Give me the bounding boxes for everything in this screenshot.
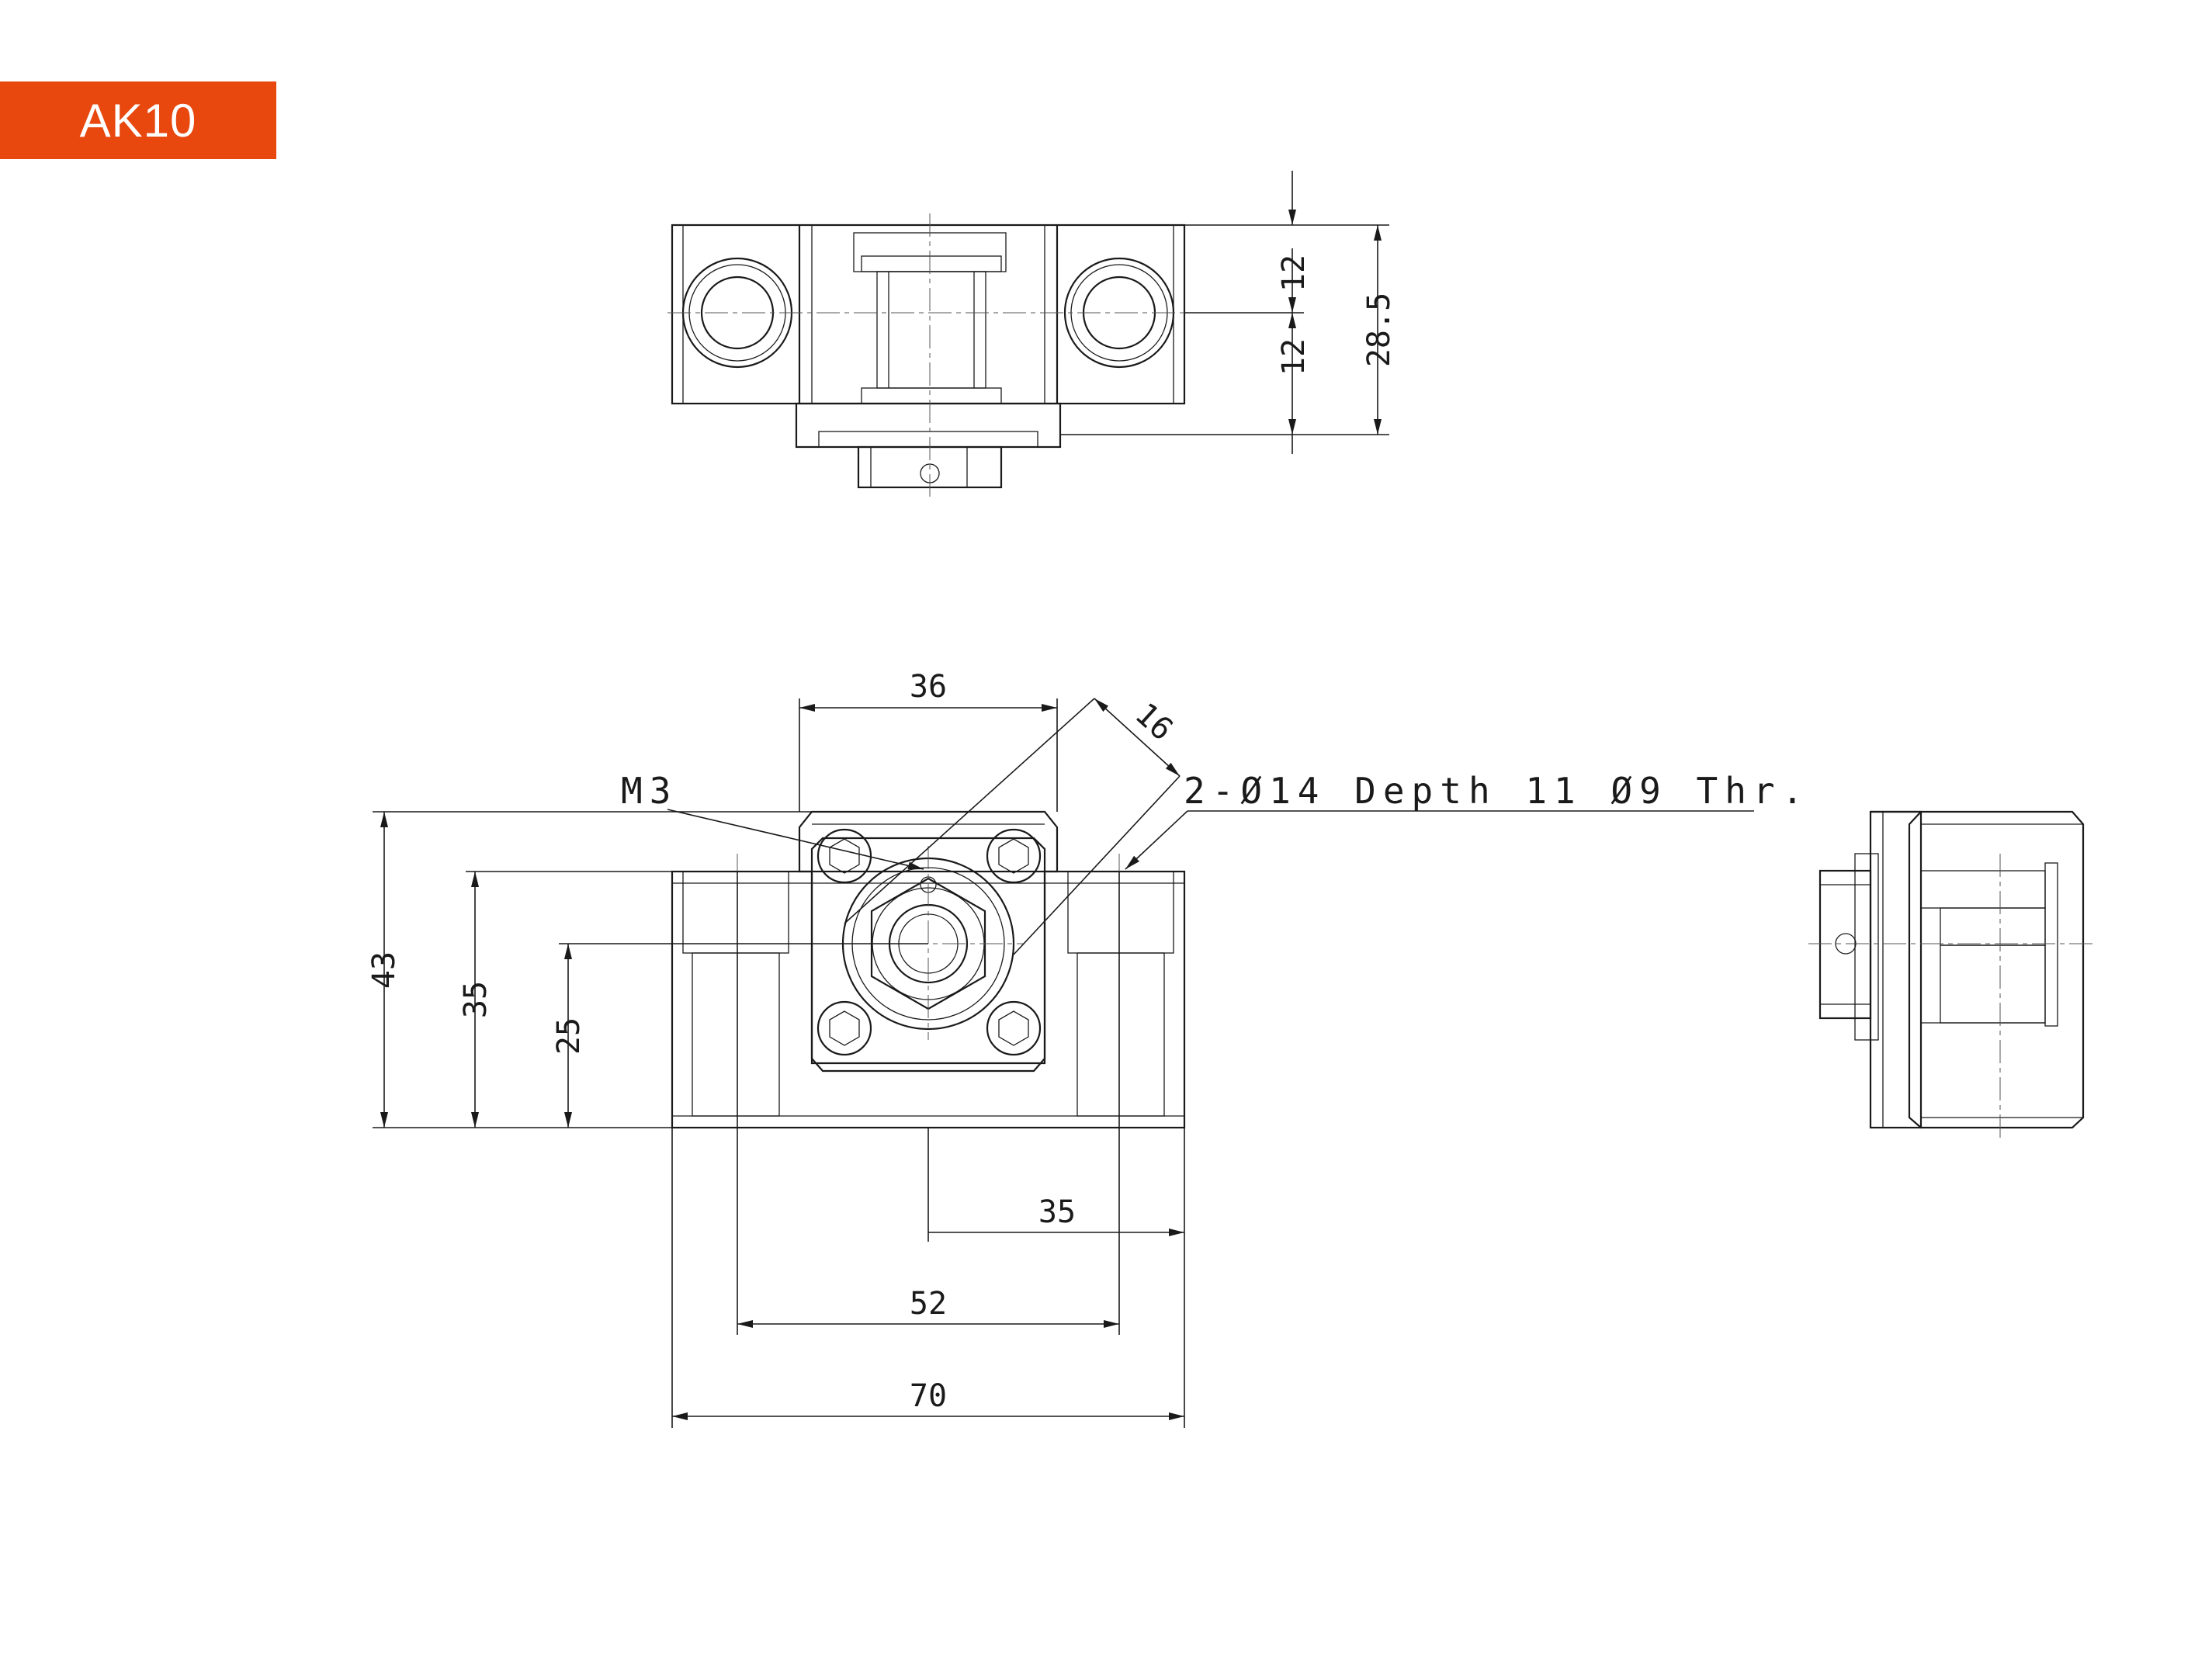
dim-half-width: 35 xyxy=(1038,1194,1076,1230)
top-view: 12 12 28.5 xyxy=(667,171,1397,497)
model-badge: AK10 xyxy=(0,81,276,159)
callout-thread: M3 xyxy=(621,770,678,812)
callout-holes: 2-Ø14 Depth 11 Ø9 Thr. xyxy=(1184,770,1810,812)
front-view: 36 16 43 35 25 35 52 70 M3 2-Ø14 Depth 1… xyxy=(366,669,1810,1428)
dim-height-mid: 35 xyxy=(458,981,494,1018)
side-view xyxy=(1808,810,2096,1141)
screw-heads xyxy=(816,828,1042,1056)
dim-height-total: 43 xyxy=(366,951,402,989)
model-label: AK10 xyxy=(79,94,197,147)
dim-hole-pitch: 52 xyxy=(910,1286,947,1322)
dim-height-center: 25 xyxy=(551,1017,587,1055)
dim-top-lower: 12 xyxy=(1276,338,1312,376)
dim-total-width: 70 xyxy=(910,1378,947,1414)
dim-diag: 16 xyxy=(1128,696,1180,747)
dim-top-upper: 12 xyxy=(1276,255,1312,292)
dim-top-total: 28.5 xyxy=(1361,293,1397,367)
dim-top-width: 36 xyxy=(910,669,947,705)
